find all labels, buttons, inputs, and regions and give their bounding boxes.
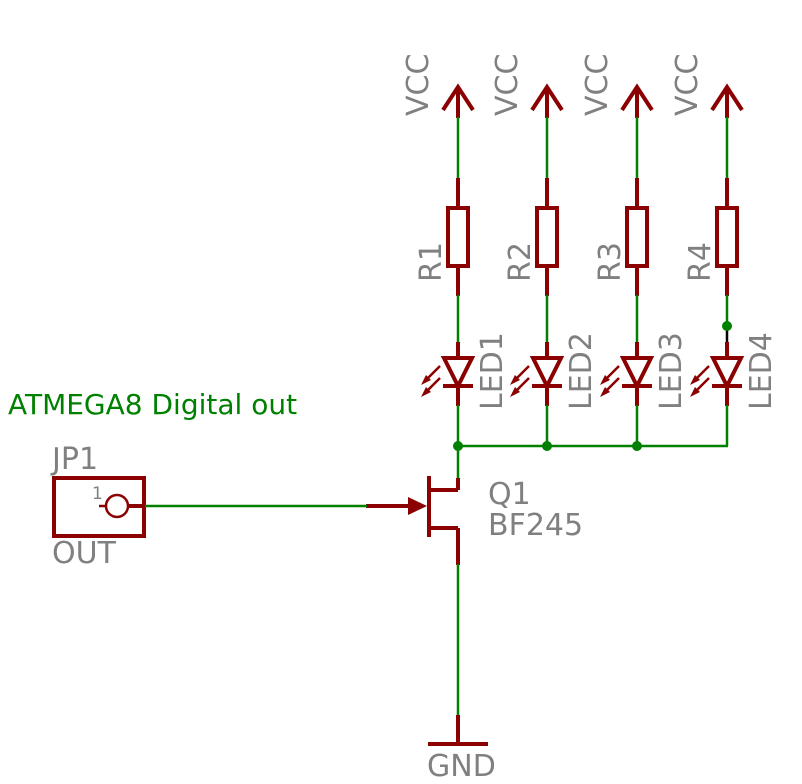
ground-label: GND (427, 749, 496, 784)
connector-pin-pad (104, 493, 130, 519)
junction-dot-r4 (722, 321, 732, 331)
led-led4: LED4 (690, 332, 779, 410)
gate-arrow (408, 497, 427, 515)
led-label-led4: LED4 (744, 332, 779, 410)
connector-value: OUT (52, 536, 117, 571)
vcc-label-4: VCC (670, 54, 705, 116)
channel-4: VCC R4 LED4 (670, 54, 779, 446)
vcc-label-1: VCC (401, 54, 436, 116)
resistor-label-r4: R4 (683, 242, 718, 282)
vcc-label-2: VCC (490, 54, 525, 116)
connector-jp1: JP1 1 OUT (50, 442, 146, 571)
vcc-symbol-4: VCC (670, 54, 744, 118)
led-label-led1: LED1 (475, 332, 510, 410)
resistor-label-r3: R3 (593, 242, 628, 282)
junction-dot-bus-3 (632, 441, 642, 451)
resistor-r3: R3 (593, 178, 649, 296)
led-light-arrows-3 (600, 365, 620, 397)
resistor-r1: R1 (414, 178, 470, 296)
led-light-arrows-1 (421, 365, 441, 397)
channel-3: VCC R3 LED3 (580, 54, 689, 446)
junction-dot-bus-2 (542, 441, 552, 451)
schematic-note: ATMEGA8 Digital out (8, 388, 297, 421)
resistor-label-r1: R1 (414, 242, 449, 282)
channel-1: VCC R1 LED1 (401, 54, 510, 446)
led-light-arrows-4 (690, 365, 710, 397)
vcc-symbol-1: VCC (401, 54, 475, 118)
led-led1: LED1 (421, 332, 510, 410)
transistor-q1: Q1 BF245 (366, 476, 583, 565)
resistor-r4: R4 (683, 178, 739, 296)
channel-2: VCC R2 LED2 (490, 54, 599, 446)
vcc-symbol-3: VCC (580, 54, 654, 118)
vcc-label-3: VCC (580, 54, 615, 116)
vcc-symbol-2: VCC (490, 54, 564, 118)
led-label-led3: LED3 (654, 332, 689, 410)
led-light-arrows-2 (510, 365, 530, 397)
transistor-value: BF245 (488, 508, 583, 543)
connector-pin-number: 1 (92, 484, 103, 504)
connector-name: JP1 (50, 442, 98, 477)
led-label-led2: LED2 (564, 332, 599, 410)
resistor-label-r2: R2 (503, 242, 538, 282)
resistor-r2: R2 (503, 178, 559, 296)
led-led3: LED3 (600, 332, 689, 410)
led-led2: LED2 (510, 332, 599, 410)
ground-symbol: GND (427, 715, 496, 784)
transistor-name: Q1 (488, 477, 531, 512)
